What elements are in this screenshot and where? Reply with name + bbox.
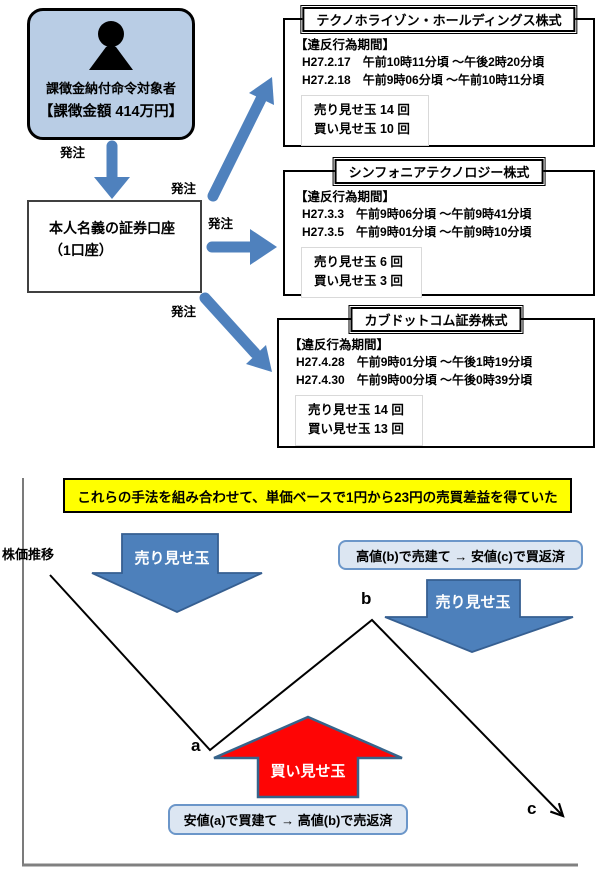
buy-spoof-count: 買い見せ玉 3 回 <box>314 274 403 289</box>
buy-spoof-count: 買い見せ玉 10 回 <box>314 122 410 137</box>
spoof-counts-box: 売り見せ玉 6 回 買い見せ玉 3 回 <box>301 247 422 298</box>
violation-period-line: H27.4.28 午前9時01分頃 ～午後1時19分頃 <box>296 355 533 369</box>
violation-period-heading: 【違反行為期間】 <box>295 190 396 204</box>
sell-spoof-count: 売り見せ玉 14 回 <box>314 103 410 117</box>
stock-box-kabudotcom: カブドットコム証券株式 【違反行為期間】 H27.4.28 午前9時01分頃 ～… <box>277 305 595 448</box>
order-label-diagonal-down: 発注 <box>171 305 197 319</box>
price-point-c: c <box>527 799 537 818</box>
buy-spoof-up-arrow-icon <box>213 715 403 799</box>
stock-title: カブドットコム証券株式 <box>348 305 524 334</box>
person-icon <box>84 21 138 76</box>
buy-spoof-arrow-label: 買い見せ玉 <box>270 763 346 780</box>
buy-spoof-count: 買い見せ玉 13 回 <box>308 422 404 437</box>
violation-period-line: H27.3.3 午前9時06分頃 ～午前9時41分頃 <box>302 207 532 221</box>
account-label-line1: 本人名義の証券口座 <box>49 220 175 236</box>
price-point-a: a <box>191 736 201 755</box>
order-arrow-diagonal-down-icon <box>199 292 272 372</box>
violation-period-line: H27.2.18 午前9時06分頃 ～午前10時11分頃 <box>302 73 545 87</box>
stock-title: テクノホライゾン・ホールディングス株式 <box>300 5 578 34</box>
spoof-counts-box: 売り見せ玉 14 回 買い見せ玉 13 回 <box>295 395 423 446</box>
sell-spoof-count: 売り見せ玉 14 回 <box>308 403 404 417</box>
penalty-subject-box: 課徴金納付命令対象者 【課徴金額 414万円】 <box>27 8 195 140</box>
penalty-amount: 【課徴金額 414万円】 <box>38 104 184 120</box>
violation-period-heading: 【違反行為期間】 <box>289 338 390 352</box>
long-trade-note: 安値(a)で買建て → 高値(b)で売返済 <box>168 804 408 835</box>
summary-banner: これらの手法を組み合わせて、単価ベースで1円から23円の売買差益を得ていた <box>63 478 572 513</box>
order-arrow-right-icon <box>206 229 277 265</box>
order-label-down: 発注 <box>60 146 86 160</box>
violation-period-line: H27.3.5 午前9時01分頃 ～午前9時10分頃 <box>302 225 532 239</box>
sell-spoof-count: 売り見せ玉 6 回 <box>314 255 403 269</box>
stock-box-technohorizon: テクノホライゾン・ホールディングス株式 【違反行為期間】 H27.2.17 午前… <box>283 5 595 147</box>
violation-period-line: H27.4.30 午前9時00分頃 ～午後0時39分頃 <box>296 373 533 387</box>
securities-account-box: 本人名義の証券口座 （1口座） <box>27 200 202 293</box>
order-label-right: 発注 <box>208 217 234 231</box>
sell-spoof-arrow-label-right: 売り見せ玉 <box>435 594 511 611</box>
subject-label: 課徴金納付命令対象者 <box>45 81 176 96</box>
spoof-counts-box: 売り見せ玉 14 回 買い見せ玉 10 回 <box>301 95 429 146</box>
violation-period-line: H27.2.17 午前10時11分頃 ～午後2時20分頃 <box>302 55 545 69</box>
order-arrow-down-icon <box>94 140 130 199</box>
order-label-diagonal-up: 発注 <box>171 182 197 196</box>
sell-spoof-arrow-label-left: 売り見せ玉 <box>134 550 210 567</box>
order-arrow-diagonal-up-icon <box>207 77 274 202</box>
short-trade-note: 高値(b)で売建て → 安値(c)で買返済 <box>338 540 583 570</box>
violation-period-heading: 【違反行為期間】 <box>295 38 396 52</box>
stock-title: シンフォニアテクノロジー株式 <box>332 157 546 186</box>
price-trend-axis-label: 株価推移 <box>2 547 55 562</box>
price-point-b: b <box>361 589 372 608</box>
sell-spoof-down-arrow-left-icon <box>91 533 263 613</box>
stock-box-sinfonia: シンフォニアテクノロジー株式 【違反行為期間】 H27.3.3 午前9時06分頃… <box>283 157 595 298</box>
account-label-line2: （1口座） <box>49 242 113 258</box>
